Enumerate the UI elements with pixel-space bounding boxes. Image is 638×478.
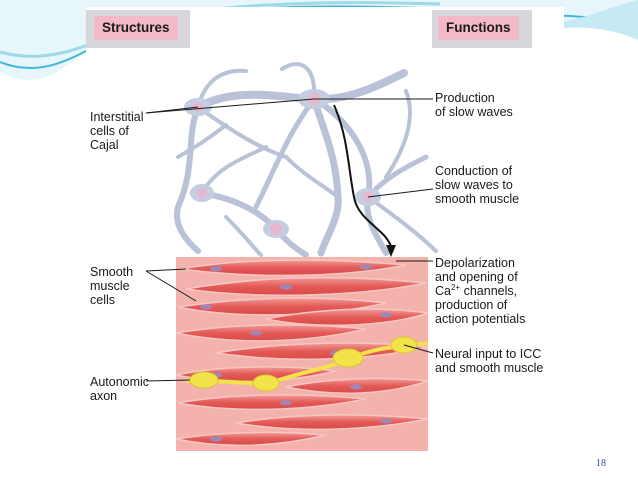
label-smooth-muscle: Smooth muscle cells [90, 265, 134, 307]
label-autonomic-axon: Autonomic axon [90, 375, 150, 403]
slide-page-number: 18 [596, 458, 606, 469]
label-depolarization: Depolarization and opening of Ca2+ chann… [435, 256, 526, 326]
leader-lines [145, 98, 434, 382]
smooth-muscle-cells [175, 259, 429, 447]
icc-figure: Structures Functions Interstitial cells … [86, 7, 564, 453]
icc-nuclei [193, 93, 373, 235]
conduction-arrow [333, 104, 396, 257]
label-neural-input: Neural input to ICC and smooth muscle [435, 347, 544, 375]
icc-illustration [145, 62, 438, 451]
icc-cell-bodies [184, 89, 381, 238]
label-icc: Interstitial cells of Cajal [90, 110, 144, 152]
structures-header: Structures [94, 16, 178, 40]
label-production-slow-waves: Production of slow waves [435, 91, 513, 119]
label-conduction-slow-waves: Conduction of slow waves to smooth muscl… [435, 164, 520, 206]
functions-header: Functions [438, 16, 519, 40]
